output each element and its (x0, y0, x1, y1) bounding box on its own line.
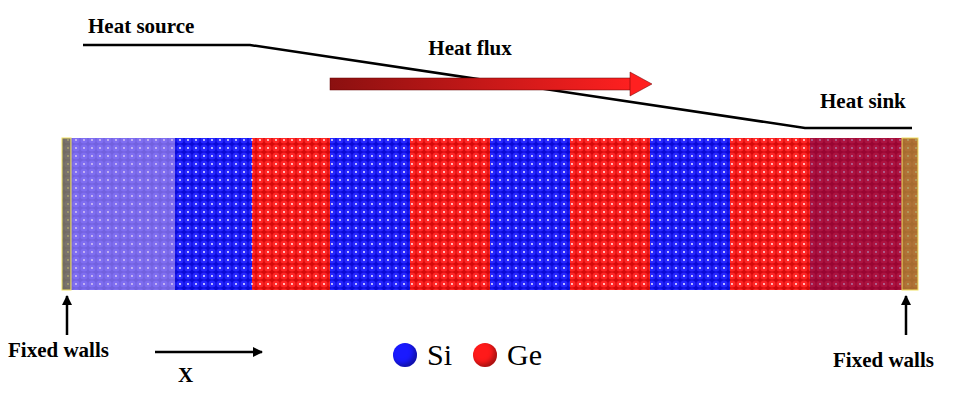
heat-flux-arrow (330, 72, 652, 96)
fixed-wall (62, 138, 71, 290)
fixed-wall (902, 138, 918, 290)
heat-source-label: Heat source (88, 16, 194, 37)
heat-source-region (70, 138, 175, 290)
heat-sink-region (810, 138, 902, 290)
fixed-walls-label: Fixed walls (833, 350, 934, 371)
legend-text: Si (427, 340, 452, 370)
axis-label: X (178, 365, 193, 386)
legend-text: Ge (507, 340, 542, 370)
legend-item: Si (393, 340, 452, 370)
x-axis-arrow (155, 351, 262, 354)
legend-swatch (473, 343, 497, 367)
si-ge-bands (62, 138, 918, 290)
wall-pointer (66, 296, 69, 335)
heat-sink-label: Heat sink (820, 91, 906, 112)
legend-swatch (393, 343, 417, 367)
wall-pointer (905, 296, 908, 335)
fixed-walls-label: Fixed walls (8, 340, 109, 361)
legend-item: Ge (473, 340, 542, 370)
heat-flux-label: Heat flux (428, 38, 511, 59)
